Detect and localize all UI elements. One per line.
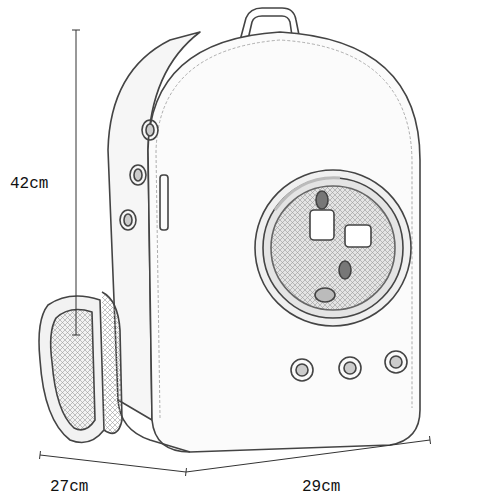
dimension-label: 29cm <box>300 478 342 496</box>
dimension-lines <box>40 30 430 472</box>
backpack-outline <box>39 8 420 452</box>
dimension-label: 42cm <box>8 175 50 193</box>
dimension-label: 27cm <box>48 478 90 496</box>
